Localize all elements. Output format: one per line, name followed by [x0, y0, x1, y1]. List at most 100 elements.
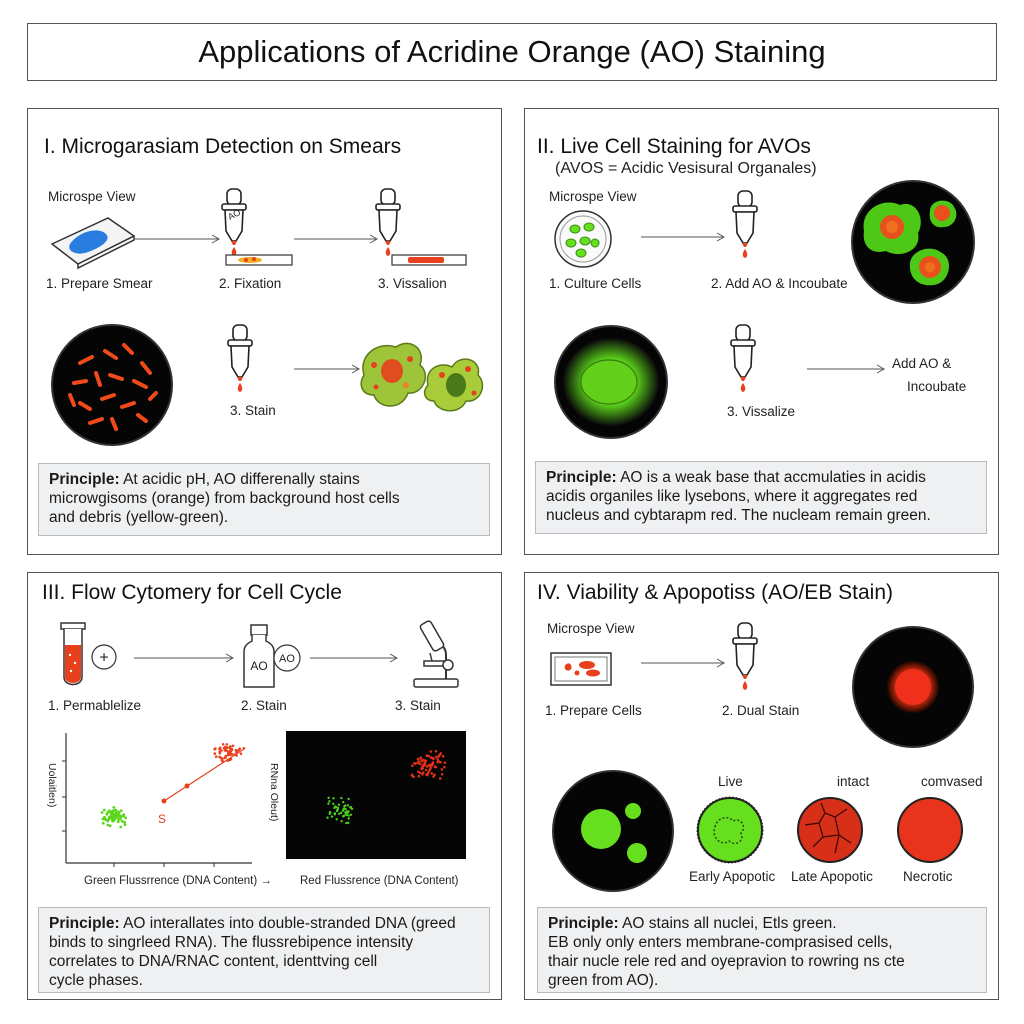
scatter-point	[414, 762, 417, 765]
scatter-point	[226, 753, 230, 757]
scatter-point	[337, 803, 341, 806]
circle-label: AO	[279, 653, 295, 665]
principle-box: Principle: AO stains all nuclei, Etls gr…	[537, 907, 987, 993]
scatter-point	[122, 813, 126, 817]
scatter-point	[334, 805, 337, 808]
scatter-point	[116, 813, 120, 817]
scatter-point	[103, 815, 106, 819]
scatter-point	[239, 752, 243, 755]
scatter-point	[100, 811, 104, 814]
scatter-point	[109, 812, 113, 815]
step-label: 1. Permablelize	[48, 698, 142, 713]
step-label: 3. Vissalion	[378, 276, 447, 291]
scatter-point	[443, 761, 447, 764]
scatter-point	[416, 761, 419, 764]
principle-text: AO stains all nuclei, Etls green.	[622, 915, 837, 932]
panel-title: IV. Viability & Apopotiss (AO/EB Stain)	[537, 581, 894, 604]
panel-smear-detection: I. Microgarasiam Detection on Smears Mic…	[27, 108, 502, 555]
ao-bottle-icon: AO	[243, 624, 275, 688]
scatter-point	[342, 800, 345, 804]
principle-text: microwgisoms (orange) from background ho…	[49, 490, 400, 507]
scatter-point	[420, 767, 423, 771]
scatter-point	[424, 768, 428, 772]
arrow-icon	[294, 364, 361, 374]
scatter-point	[123, 823, 127, 826]
principle-text: correlates to DNA/RNAC content, identtvi…	[49, 953, 378, 970]
green-nuclei-image	[552, 770, 674, 892]
scatter-point	[349, 805, 352, 809]
plot2-ylabel: RNna Oleut)	[268, 763, 280, 822]
principle-head: Principle:	[49, 915, 120, 932]
scatter-point	[340, 820, 343, 823]
late-apoptotic-cell-icon	[797, 797, 863, 863]
scatter-point	[347, 797, 350, 801]
slide-cells-icon	[550, 652, 612, 686]
microscope-view-label: Microspe View	[547, 621, 635, 636]
scatter-point	[225, 743, 229, 746]
principle-head: Principle:	[49, 471, 120, 488]
scatter-point	[410, 774, 414, 777]
page-title: Applications of Acridine Orange (AO) Sta…	[27, 23, 997, 81]
svg-text:AO: AO	[226, 207, 242, 222]
scatter-point	[218, 747, 221, 751]
add-ao-label: Add AO &	[892, 356, 952, 371]
principle-text: EB only only enters membrane-comprasised…	[548, 934, 893, 951]
step-label: 2. Stain	[241, 698, 287, 713]
scatter-point	[108, 824, 112, 828]
scatter-point	[214, 747, 217, 750]
arrow-icon	[310, 653, 399, 663]
scatter-point	[343, 805, 346, 808]
scatter-point	[327, 796, 330, 799]
principle-head: Principle:	[548, 915, 619, 932]
scatter-point	[117, 810, 120, 814]
scatter-point	[427, 771, 430, 774]
scatter-point	[431, 756, 435, 760]
scatter-point	[218, 750, 221, 754]
incubate-label: Incoubate	[907, 379, 967, 394]
panel-title: II. Live Cell Staining for AVOs	[537, 135, 811, 158]
scatter-point	[119, 809, 123, 812]
ao-circle-icon: AO	[273, 644, 301, 672]
scatter-point	[335, 818, 338, 821]
scatter-point	[327, 802, 330, 805]
scatter-point	[101, 821, 105, 825]
cell-header-intact: intact	[837, 774, 870, 789]
principle-text: binds to singrleed RNA). The flussrebipe…	[49, 934, 414, 951]
scatter-point	[330, 815, 334, 818]
scatter-point	[218, 755, 221, 759]
scatter-point	[338, 812, 341, 815]
scatter-point	[428, 768, 431, 772]
scatter-point	[111, 816, 115, 819]
ao-dropper-icon	[723, 323, 763, 393]
panel-title: I. Microgarasiam Detection on Smears	[44, 135, 402, 158]
scatter-point	[238, 747, 242, 750]
scatter-point	[346, 804, 350, 807]
arrow-icon	[641, 232, 726, 242]
scatter-point	[102, 808, 106, 812]
scatter-point	[220, 749, 223, 752]
ao-dropper-icon	[725, 621, 765, 691]
test-tube-icon	[60, 622, 86, 686]
scatter-point	[441, 754, 445, 758]
step-label: 1. Prepare Cells	[545, 703, 642, 718]
scatter-point	[231, 744, 235, 748]
scatter-point	[344, 811, 347, 814]
cell-label-early: Early Apopotic	[689, 869, 776, 884]
scatter-point	[332, 797, 335, 800]
step-label: 3. Stain	[395, 698, 441, 713]
arrow-icon	[294, 234, 379, 244]
fixation-slide-icon	[225, 254, 293, 266]
plot1-xlabel: Green Flussrrence (DNA Content) →	[84, 875, 272, 887]
bacteria-darkfield-image	[51, 324, 173, 446]
scatter-point	[108, 809, 111, 813]
scatter-point	[229, 749, 233, 752]
scatter-point	[440, 768, 444, 771]
principle-text: At acidic pH, AO differenally stains	[123, 471, 360, 488]
culture-dish-icon	[554, 210, 612, 268]
s-phase-marker: S	[158, 812, 166, 826]
avo-cells-image	[851, 180, 975, 304]
dropper-label: AO	[226, 207, 242, 222]
scatter-point	[339, 811, 343, 815]
scatter-point	[349, 813, 353, 816]
scatter-point	[214, 755, 218, 758]
